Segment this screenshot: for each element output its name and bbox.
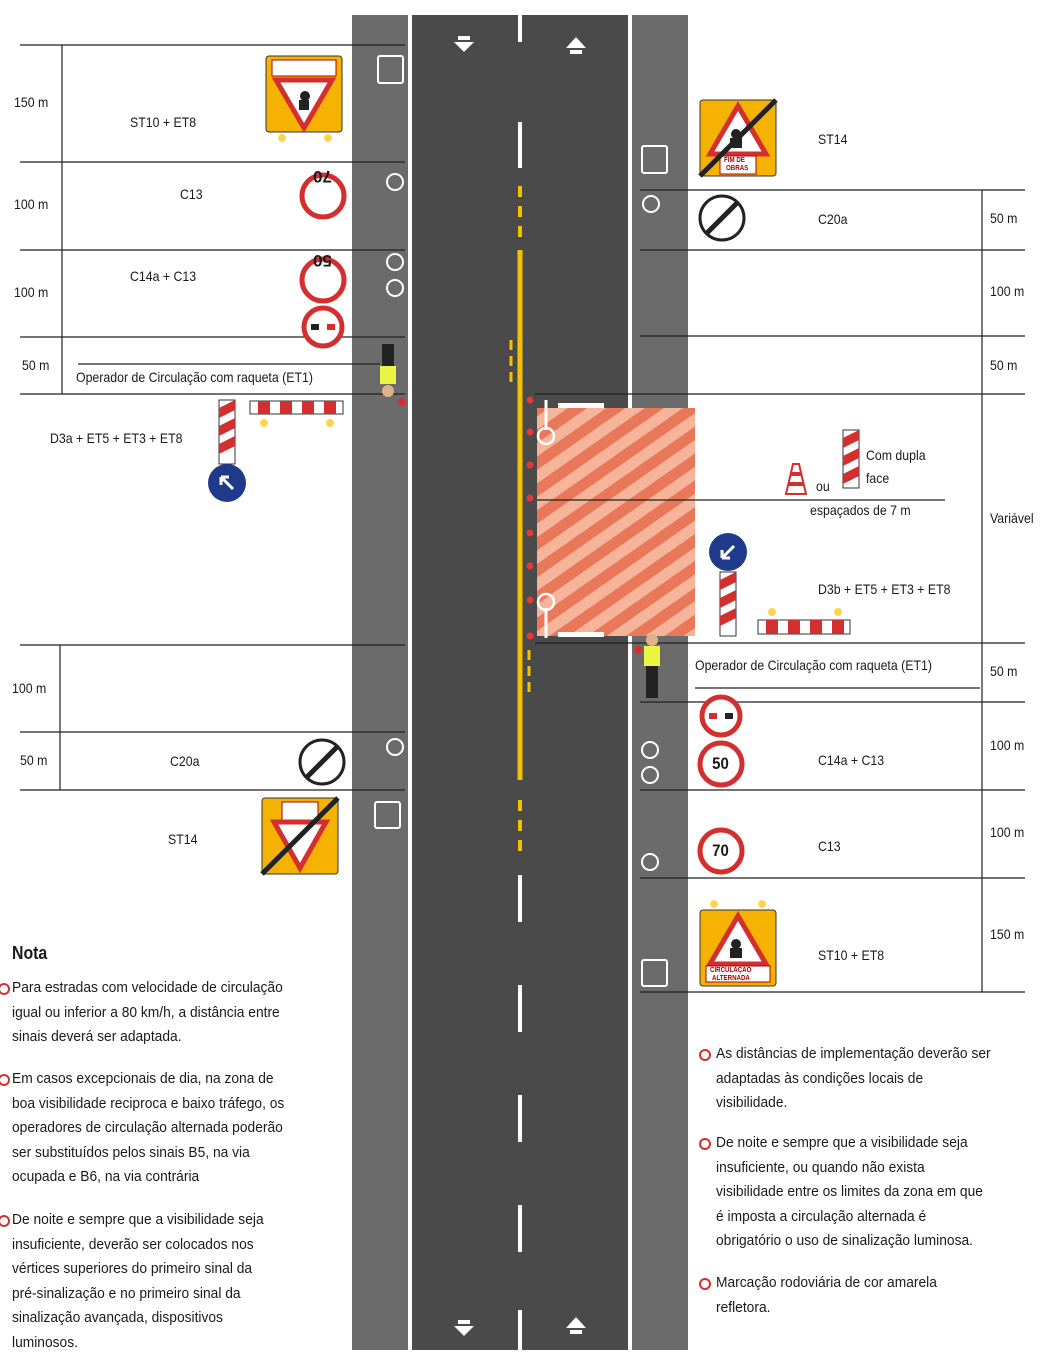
speed-70-left: 70 xyxy=(313,166,332,186)
note-left-2-line1: Em casos excepcionais de dia, na zona de xyxy=(12,1067,284,1092)
label-c13-right: C13 xyxy=(818,838,841,854)
note-left-2-line3: operadores de circulação alternada poder… xyxy=(12,1116,284,1141)
note-right-2-line3: visibilidade entre os limites da zona em… xyxy=(716,1180,983,1205)
note-left-3-line1: De noite e sempre que a visibilidade sej… xyxy=(12,1208,264,1233)
traffic-cone-icon xyxy=(786,464,806,494)
right-dist-100c: 100 m xyxy=(990,824,1024,840)
note-right-2-line4: é imposta a circulação alternada é xyxy=(716,1205,983,1230)
right-dist-150: 150 m xyxy=(990,926,1024,942)
speed-70-right: 70 xyxy=(712,841,729,861)
label-operator-right: Operador de Circulação com raqueta (ET1) xyxy=(695,657,932,673)
note-right-2-line2: insuficiente, ou quando não exista xyxy=(716,1156,983,1181)
left-dist-150: 150 m xyxy=(14,94,48,110)
label-st14-right: ST14 xyxy=(818,131,847,147)
sign-alternada-text: ALTERNADA xyxy=(712,975,750,982)
note-left-2-line5: ocupada e B6, na via contrária xyxy=(12,1165,284,1190)
label-espacados: espaçados de 7 m xyxy=(810,502,911,518)
label-c14a-c13-right: C14a + C13 xyxy=(818,752,884,768)
label-c20a-left: C20a xyxy=(170,753,199,769)
note-bullet-r3 xyxy=(699,1278,711,1290)
sign-st14-left xyxy=(262,798,338,874)
sign-fim-de-text: FIM DE xyxy=(724,157,745,164)
label-c14a-c13-left: C14a + C13 xyxy=(130,268,196,284)
note-bullet-r1 xyxy=(699,1049,711,1061)
left-dist-50b: 50 m xyxy=(20,752,47,768)
label-ou: ou xyxy=(816,478,830,494)
right-dist-50b: 50 m xyxy=(990,357,1017,373)
label-st14-left: ST14 xyxy=(168,831,197,847)
note-right-2: De noite e sempre que a visibilidade sej… xyxy=(716,1131,983,1254)
note-left-2: Em casos excepcionais de dia, na zona de… xyxy=(12,1067,284,1190)
note-left-1-line2: igual ou inferior a 80 km/h, a distância… xyxy=(12,1001,283,1026)
left-dist-100c: 100 m xyxy=(12,680,46,696)
note-left-1-line1: Para estradas com velocidade de circulaç… xyxy=(12,976,283,1001)
label-face: face xyxy=(866,470,889,486)
note-right-2-line5: obrigatório o uso de sinalização luminos… xyxy=(716,1229,983,1254)
sign-circulacao-text: CIRCULAÇÃO xyxy=(710,967,751,974)
label-c20a-right: C20a xyxy=(818,211,847,227)
barrier-left xyxy=(250,401,343,427)
note-left-1-line3: sinais deverá ser adaptada. xyxy=(12,1025,283,1050)
right-dist-variavel: Variável xyxy=(990,510,1034,526)
label-d3b: D3b + ET5 + ET3 + ET8 xyxy=(818,581,951,597)
speed-50-right: 50 xyxy=(712,754,729,774)
note-left-2-line2: boa visibilidade reciproca e baixo tráfe… xyxy=(12,1092,284,1117)
note-left-1: Para estradas com velocidade de circulaç… xyxy=(12,976,283,1050)
end-of-restrictions-icon xyxy=(300,740,344,784)
right-shoulder xyxy=(632,15,688,1350)
note-right-1-line2: adaptadas às condições locais de xyxy=(716,1067,991,1092)
note-left-2-line4: ser substituídos pelos sinais B5, na via xyxy=(12,1141,284,1166)
double-face-panel xyxy=(843,430,859,488)
note-right-3-line1: Marcação rodoviária de cor amarela xyxy=(716,1271,937,1296)
left-dist-50a: 50 m xyxy=(22,357,49,373)
note-right-3-line2: refletora. xyxy=(716,1296,937,1321)
label-st10-et8-right: ST10 + ET8 xyxy=(818,947,884,963)
left-distance-lines xyxy=(20,45,405,790)
label-c13-left: C13 xyxy=(180,186,203,202)
end-of-restrictions-icon xyxy=(700,196,744,240)
sign-obras-text: OBRAS xyxy=(726,165,748,172)
note-left-3-line4: pré-sinalização e no primeiro sinal da xyxy=(12,1282,264,1307)
right-dist-100b: 100 m xyxy=(990,737,1024,753)
left-dist-100a: 100 m xyxy=(14,196,48,212)
left-dist-100b: 100 m xyxy=(14,284,48,300)
right-dist-50a: 50 m xyxy=(990,210,1017,226)
right-dist-50c: 50 m xyxy=(990,663,1017,679)
notes-title: Nota xyxy=(12,943,47,964)
barrier-right xyxy=(758,608,850,634)
note-right-2-line1: De noite e sempre que a visibilidade sej… xyxy=(716,1131,983,1156)
label-d3a: D3a + ET5 + ET3 + ET8 xyxy=(50,430,183,446)
note-left-3: De noite e sempre que a visibilidade sej… xyxy=(12,1208,264,1355)
note-right-1-line3: visibilidade. xyxy=(716,1091,991,1116)
speed-50-left: 50 xyxy=(313,250,332,270)
left-shoulder xyxy=(352,15,408,1350)
label-operator-left: Operador de Circulação com raqueta (ET1) xyxy=(76,369,313,385)
label-com-dupla: Com dupla xyxy=(866,447,926,463)
note-left-3-line3: vértices superiores do primeiro sinal da xyxy=(12,1257,264,1282)
no-overtaking-icon xyxy=(304,308,342,346)
keep-left-icon xyxy=(208,400,246,502)
note-right-1-line1: As distâncias de implementação deverão s… xyxy=(716,1042,991,1067)
note-right-1: As distâncias de implementação deverão s… xyxy=(716,1042,991,1116)
note-left-3-line5: sinalização avançada, dispositivos xyxy=(12,1306,264,1331)
note-left-3-line6: luminosos. xyxy=(12,1331,264,1355)
label-st10-et8-left: ST10 + ET8 xyxy=(130,114,196,130)
note-bullet-r2 xyxy=(699,1138,711,1150)
note-right-3: Marcação rodoviária de cor amarela refle… xyxy=(716,1271,937,1320)
right-dist-100a: 100 m xyxy=(990,283,1024,299)
keep-right-icon xyxy=(709,533,747,636)
note-left-3-line2: insuficiente, deverão ser colocados nos xyxy=(12,1233,264,1258)
work-zone xyxy=(537,408,695,636)
no-overtaking-icon xyxy=(702,697,740,735)
sign-st10-left xyxy=(266,56,342,142)
